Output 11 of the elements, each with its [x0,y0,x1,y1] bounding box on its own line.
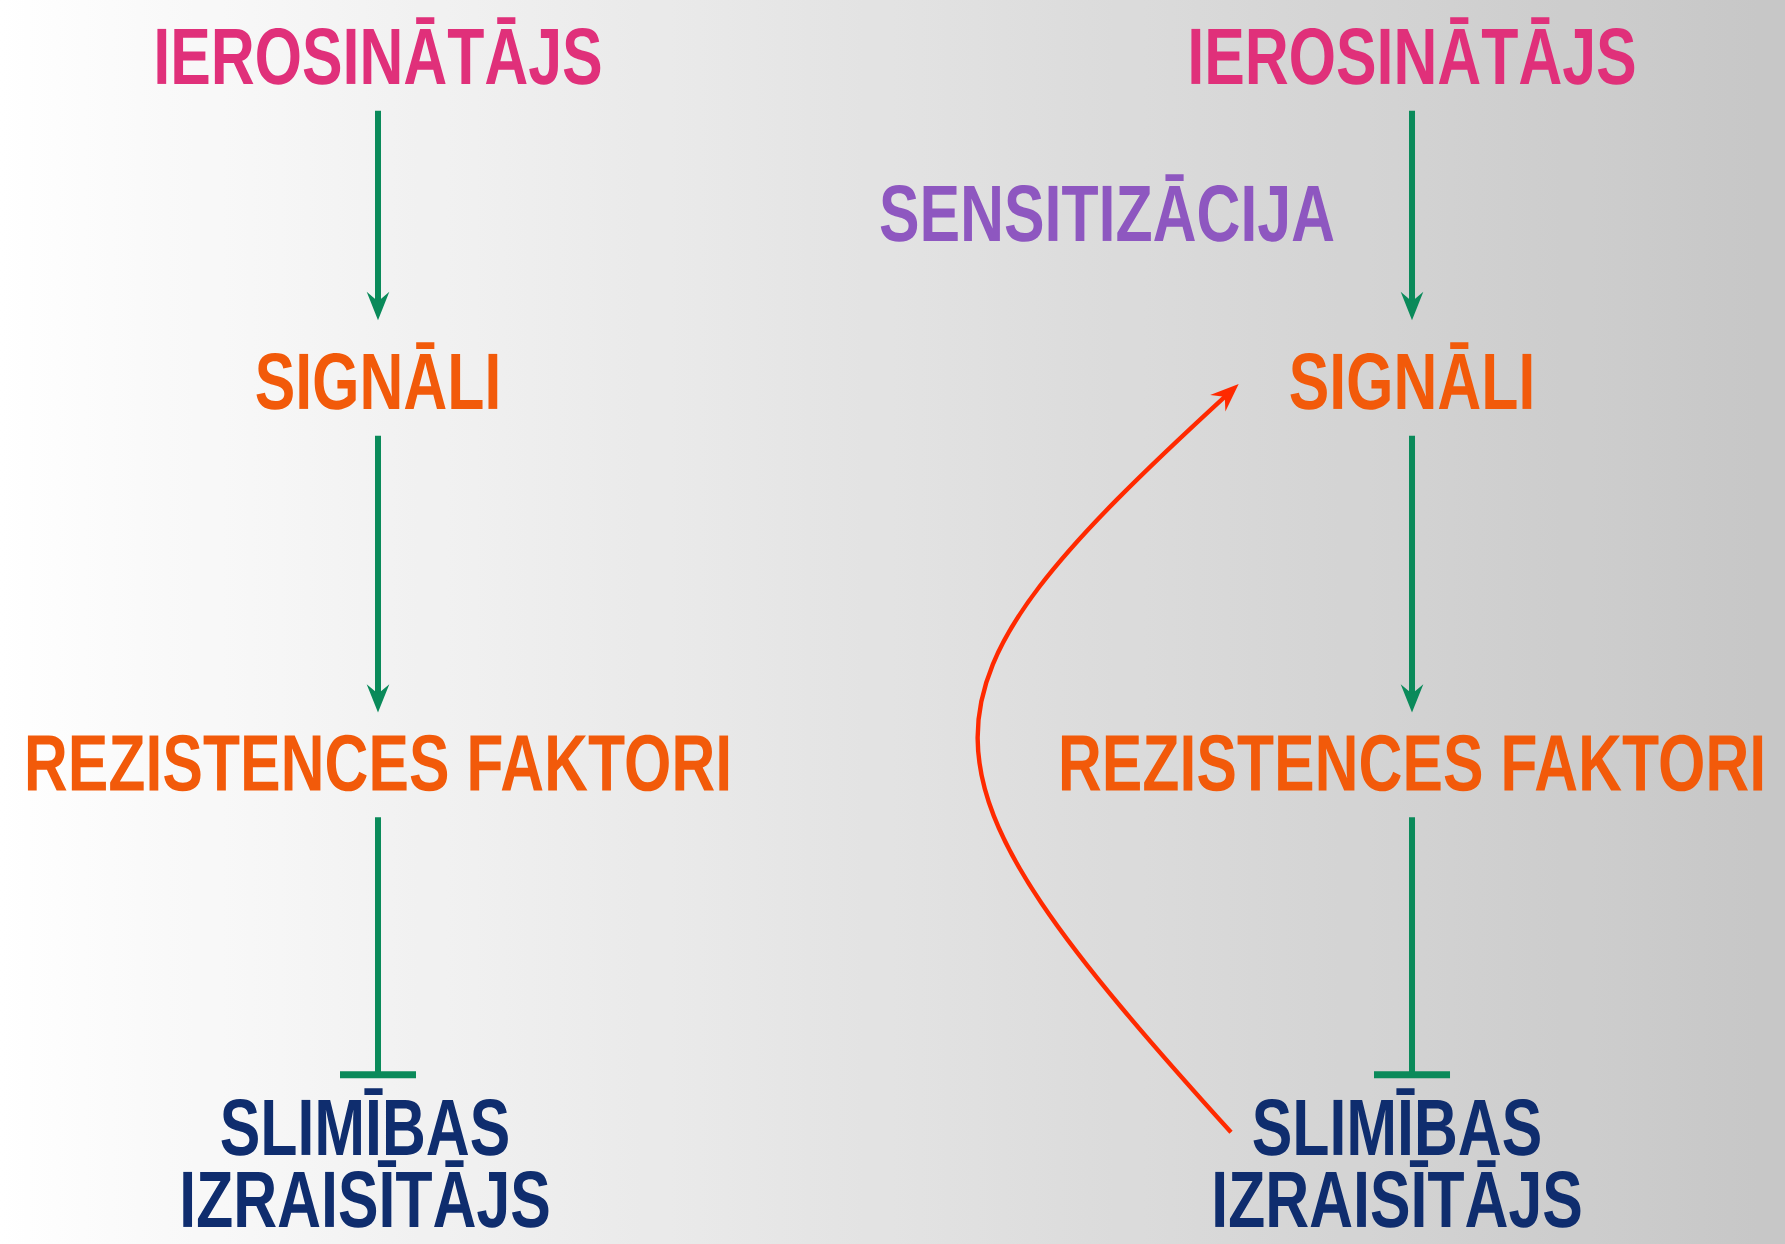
node-label: REZISTENCES FAKTORI [27,734,729,792]
arrow [1374,817,1450,1079]
node-label: SLIMĪBAS IZRAISĪTĀJS [183,1088,549,1228]
arrow [340,817,416,1079]
node-label: REZISTENCES FAKTORI [1061,734,1763,792]
node-label: SLIMĪBAS IZRAISĪTĀJS [1215,1088,1581,1228]
node-label: IEROSINĀTĀJS [157,17,601,85]
text-label: SENSITIZĀCIJA [880,174,1334,242]
node-label: SIGNĀLI [1290,342,1532,410]
node-label: IEROSINĀTĀJS [1191,17,1635,85]
node-label: SIGNĀLI [256,342,498,410]
